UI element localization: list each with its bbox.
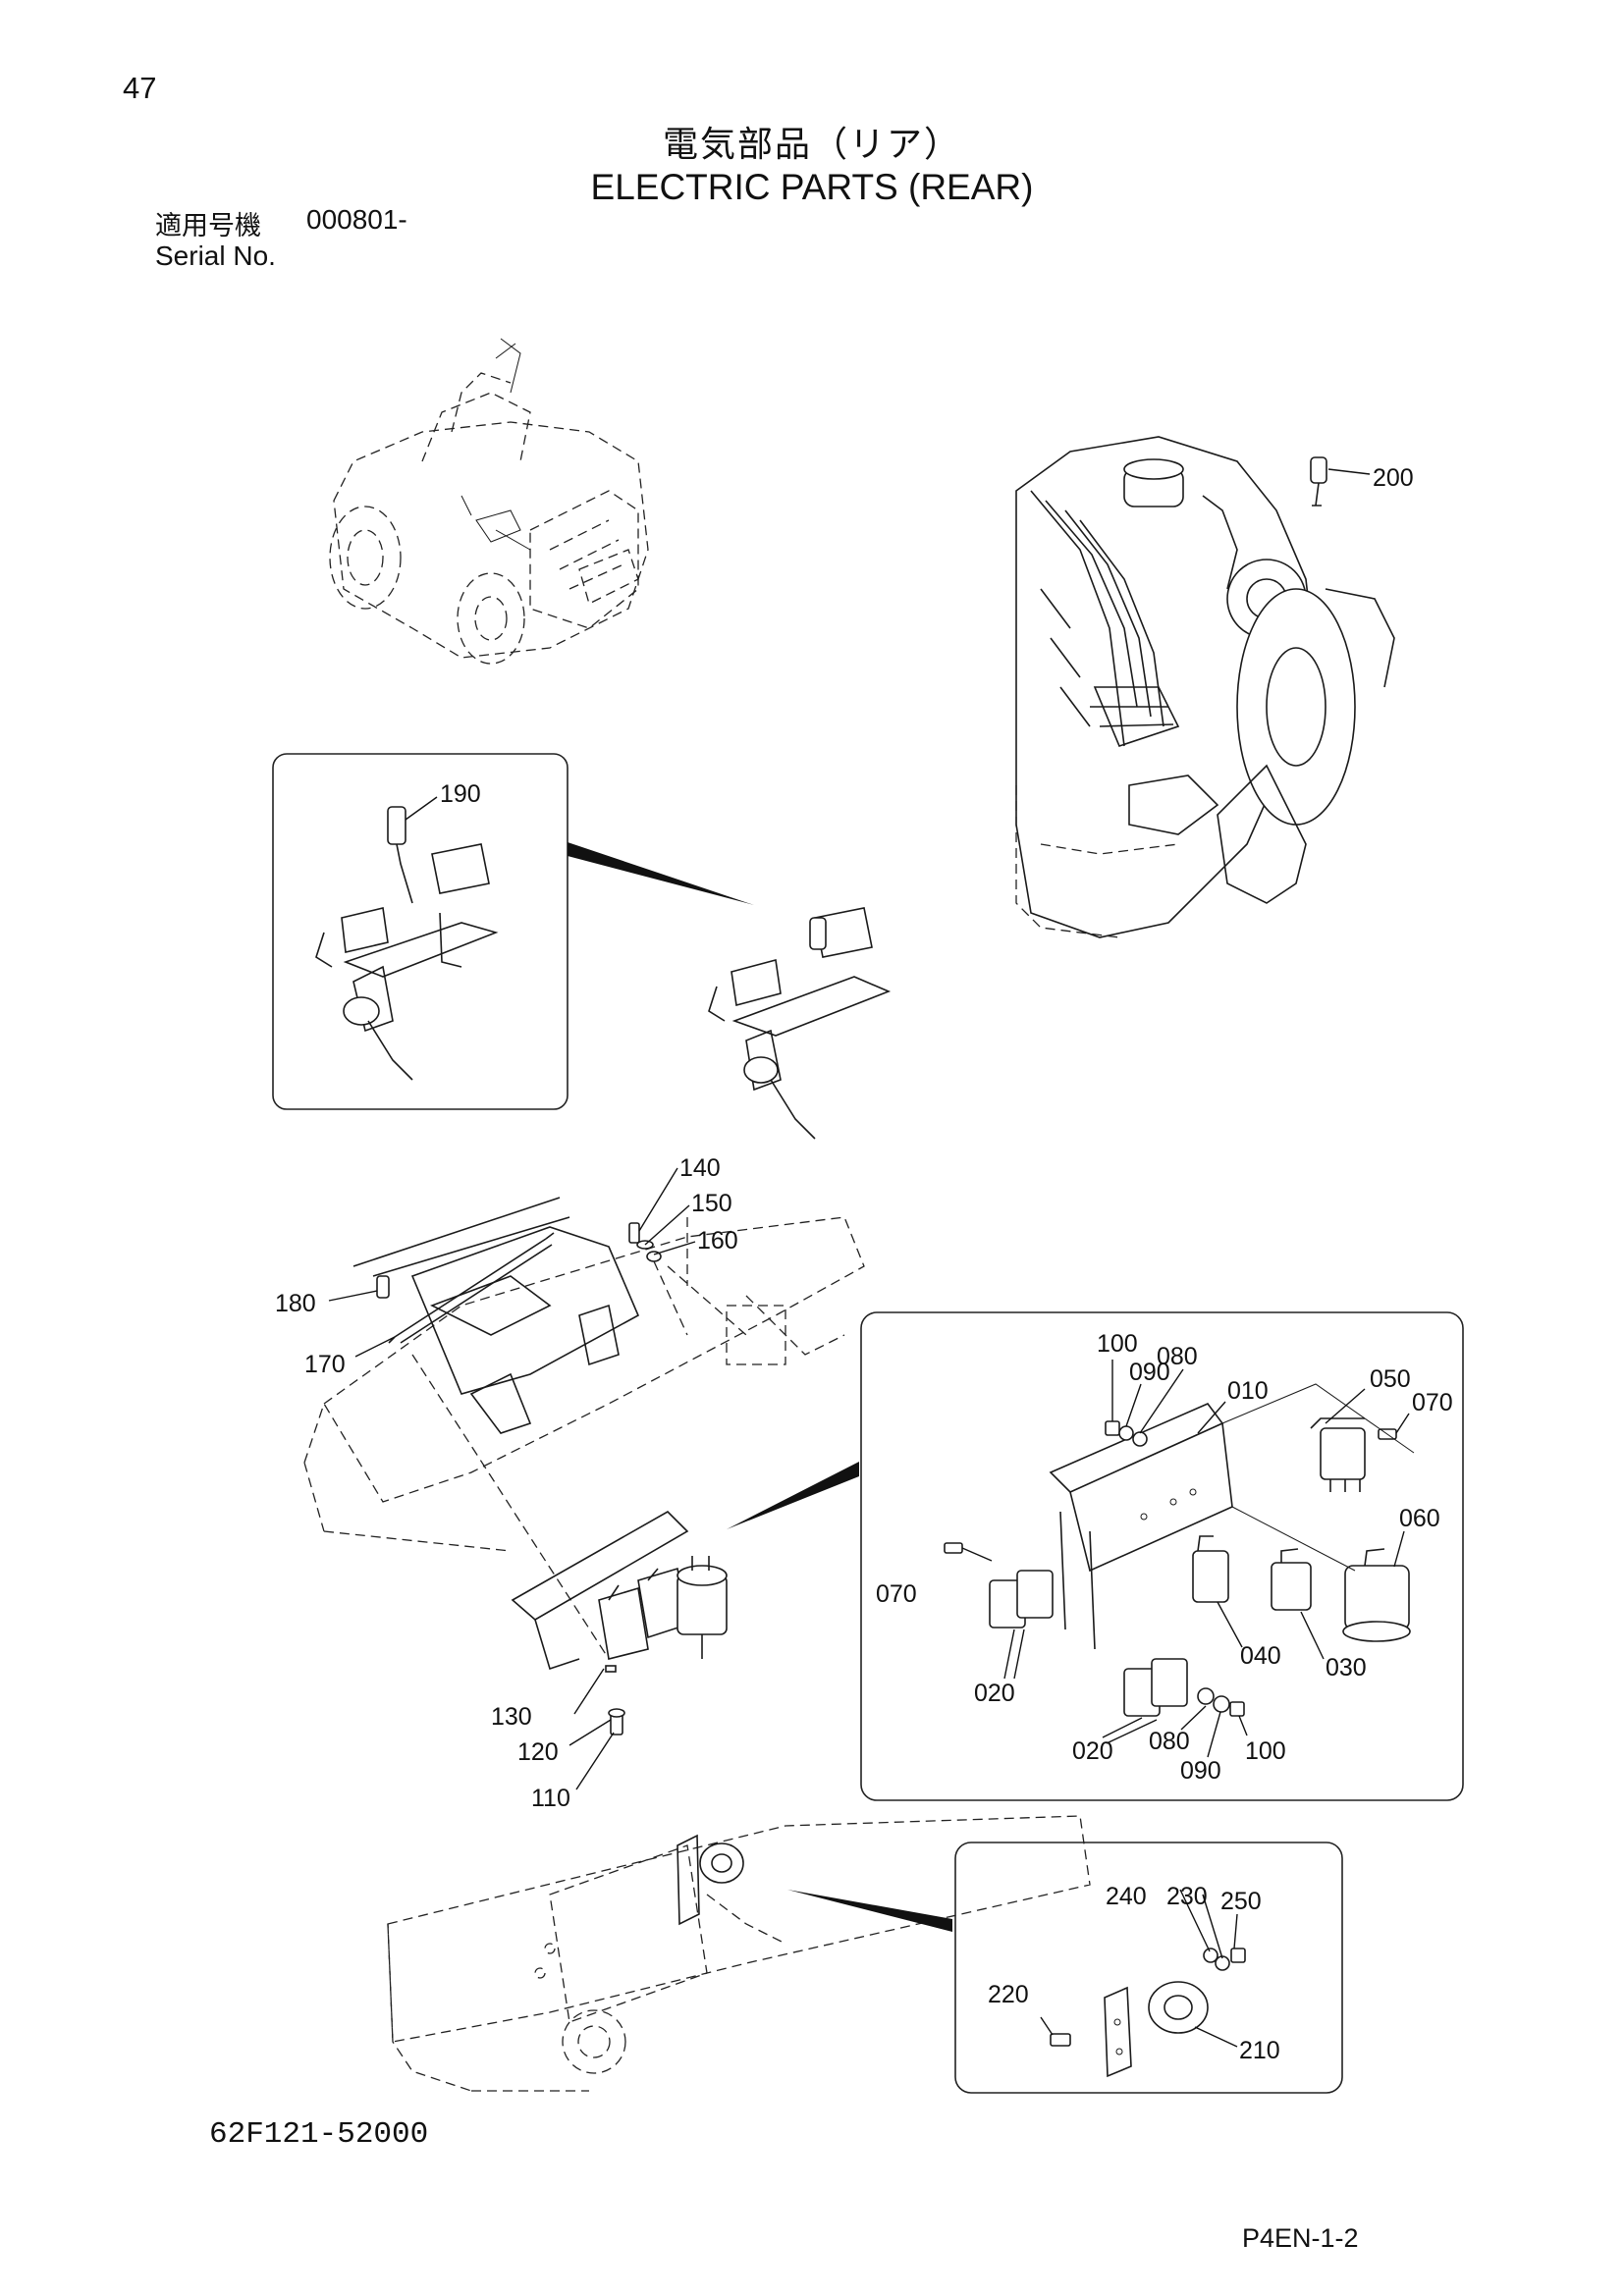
callout-210: 210 (1239, 2037, 1280, 2064)
tractor-overview-drawing (329, 338, 649, 665)
page-code: P4EN-1-2 (1242, 2223, 1359, 2253)
callout-030: 030 (1326, 1654, 1367, 1682)
serial-number-value: 000801- (306, 204, 407, 235)
serial-label-english: Serial No. (155, 240, 276, 271)
callout-150: 150 (691, 1190, 732, 1217)
callout-070-left: 070 (876, 1580, 917, 1608)
callout-130: 130 (491, 1703, 532, 1731)
callout-170: 170 (304, 1351, 346, 1378)
relay-pointer-wedge (727, 1462, 859, 1529)
lower-chassis-drawing (387, 1815, 1091, 2092)
callout-090-bottom: 090 (1180, 1757, 1221, 1785)
page-title-japanese: 電気部品（リア） (662, 125, 961, 165)
serial-label-japanese: 適用号機 (155, 211, 261, 241)
callout-120: 120 (517, 1738, 559, 1766)
callout-020-left: 020 (974, 1680, 1015, 1707)
callout-230: 230 (1166, 1883, 1208, 1910)
pedal-pointer-wedge (568, 842, 754, 905)
chassis-frame-drawing (303, 1197, 865, 1552)
callout-100-bottom: 100 (1245, 1737, 1286, 1765)
callout-110: 110 (531, 1785, 570, 1812)
pedal-assembly-drawing (708, 907, 892, 1140)
relay-detail-box (860, 1311, 1464, 1801)
callout-100-top: 100 (1097, 1330, 1138, 1358)
horn-detail-box (954, 1842, 1343, 2094)
callout-250: 250 (1220, 1888, 1262, 1915)
rod-170-drawing (376, 1232, 555, 1344)
horn-pointer-wedge (787, 1890, 952, 1932)
pedal-detail-box (272, 753, 568, 1110)
callout-labels: 200 190 140 150 160 180 170 130 120 110 … (275, 464, 1453, 2064)
page-title-english: ELECTRIC PARTS (REAR) (590, 167, 1034, 207)
document-code: 62F121-52000 (209, 2117, 429, 2152)
callout-040: 040 (1240, 1642, 1281, 1670)
callout-220: 220 (988, 1981, 1029, 2008)
callout-240: 240 (1106, 1883, 1147, 1910)
callout-010: 010 (1227, 1377, 1269, 1405)
callout-050: 050 (1370, 1365, 1411, 1393)
callout-160: 160 (697, 1227, 738, 1255)
callout-090-top: 090 (1129, 1359, 1170, 1386)
callout-190: 190 (440, 780, 481, 808)
callout-180: 180 (275, 1290, 316, 1317)
callout-070-right: 070 (1412, 1389, 1453, 1416)
callout-020-bottom: 020 (1072, 1737, 1113, 1765)
page-number: 47 (123, 71, 157, 105)
callout-200: 200 (1373, 464, 1414, 492)
leader-lines (328, 468, 1410, 2048)
callout-140: 140 (679, 1154, 721, 1182)
engine-drawing (1015, 436, 1395, 938)
callout-080-bottom: 080 (1149, 1728, 1190, 1755)
callout-080-top: 080 (1157, 1343, 1198, 1370)
callout-060: 060 (1399, 1505, 1440, 1532)
relay-bracket-assembly (411, 1354, 728, 1735)
